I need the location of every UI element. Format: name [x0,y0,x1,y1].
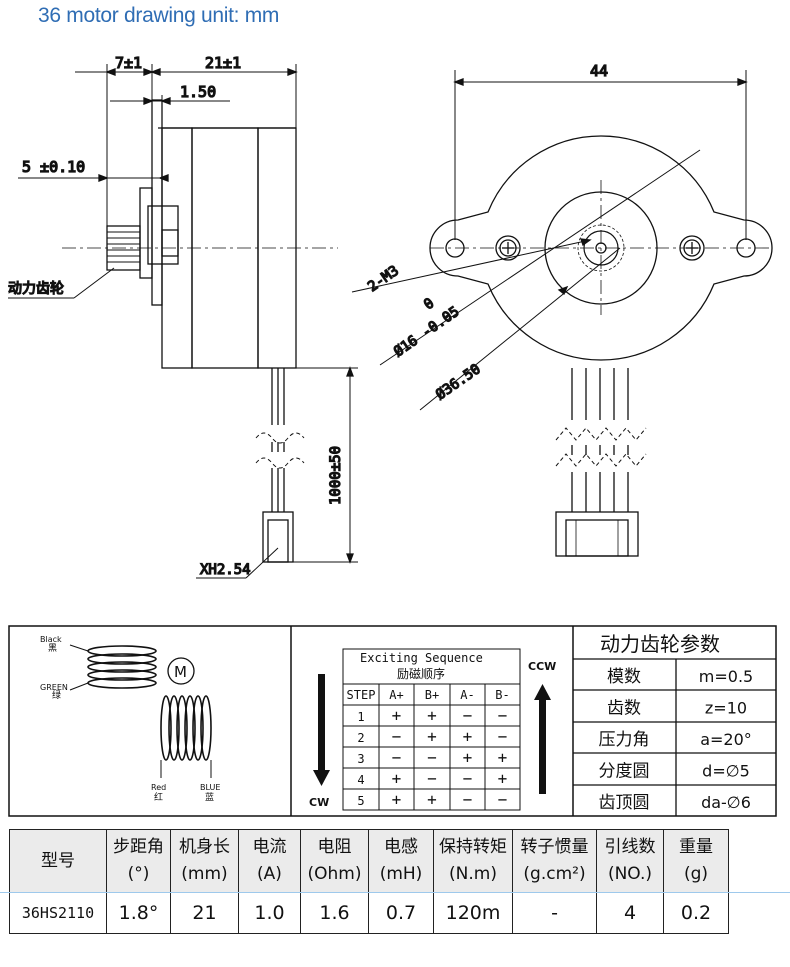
sequence-cell: 2 [357,731,364,745]
sequence-cell: − [498,727,508,746]
table-cell: - [512,892,597,934]
table-cell: 36HS2110 [9,892,107,934]
cw-label: CW [309,796,329,809]
sequence-title-cn: 励磁顺序 [397,666,445,681]
sequence-title-en: Exciting Sequence [360,651,483,665]
sequence-cell: + [463,748,473,767]
table-cell: 4 [596,892,664,934]
sequence-cell: + [392,706,402,725]
sequence-cell: − [463,769,473,788]
sequence-cell: + [392,769,402,788]
col-holding-torque: 保持转矩(N.m) [433,829,513,893]
sequence-header: A+ [389,688,403,702]
table-cell: 1.0 [238,892,301,934]
dim-7: 7±1 [115,54,142,72]
motor-drawing: 7±1 21±1 1.50 5 ±0.10 44 动力齿轮 1000±50 XH… [7,53,773,579]
sequence-cell: − [463,790,473,809]
gear-param-table [573,658,776,816]
sequence-cell: + [427,706,437,725]
ccw-label: CCW [528,660,556,673]
ccw-arrow [534,684,551,794]
gear-param-value: z=10 [705,699,747,718]
wiring-diagram [69,644,212,778]
col-weight: 重量(g) [663,829,729,893]
gear-param-value: a=20° [700,730,752,749]
dim-lead: 1000±50 [328,446,344,505]
table-cell: 1.6 [300,892,369,934]
green-cn: 绿 [52,689,61,701]
table-cell: 1.8° [106,892,171,934]
sequence-cell: + [427,790,437,809]
sequence-cell: − [498,706,508,725]
sequence-table [342,648,521,811]
front-view [351,70,773,557]
table-cell: 0.2 [663,892,729,934]
sequence-cell: − [498,790,508,809]
gear-param-name: 分度圆 [599,762,650,782]
table-cell: 0.7 [368,892,434,934]
col-current: 电流(A) [238,829,301,893]
dim-21: 21±1 [205,54,241,72]
spec-table: 型号 步距角(°) 机身长(mm) 电流(A) 电阻(Ohm) 电感(mH) 保… [9,829,729,934]
label-d36: Ø36.50 [433,361,484,403]
sequence-cell: − [427,769,437,788]
sequence-cell: − [392,748,402,767]
green-label: GREEN [40,683,68,692]
blue-label: BLUE [200,783,220,792]
black-label: Black [40,635,62,644]
red-label: Red [151,783,166,792]
sequence-cell: + [498,748,508,767]
divider-line [0,892,790,893]
sequence-header: B+ [425,688,439,702]
label-xh: XH2.54 [200,562,251,578]
col-step-angle: 步距角(°) [106,829,171,893]
side-view [8,64,358,579]
gear-param-value: da-∅6 [701,793,751,812]
motor-symbol: M [174,663,187,681]
black-cn: 黑 [48,643,57,654]
dim-44: 44 [590,62,608,80]
table-row: 36HS2110 1.8° 21 1.0 1.6 0.7 120m - 4 0.… [9,892,729,934]
blue-cn: 蓝 [205,791,214,803]
sequence-cell: 4 [357,773,364,787]
dim-5: 5 ±0.10 [22,158,85,176]
dim-150: 1.50 [180,83,216,101]
sequence-cell: − [427,748,437,767]
sequence-cell: 3 [357,752,364,766]
gear-param-name: 齿数 [607,699,641,719]
sequence-cell: 5 [357,794,364,808]
gear-param-name: 模数 [607,667,641,687]
cw-arrow [313,674,330,786]
red-cn: 红 [154,791,163,803]
gear-param-name: 齿顶圆 [599,793,650,813]
sequence-header: STEP [347,688,376,702]
sequence-cell: + [463,727,473,746]
label-d16: Ø16 -0.05 [391,304,462,361]
sequence-cell: + [427,727,437,746]
label-gear: 动力齿轮 [8,281,64,297]
page-title: 36 motor drawing unit: mm [38,4,280,27]
table-cell: 21 [170,892,239,934]
sequence-cell: 1 [357,710,364,724]
col-leads: 引线数(NO.) [596,829,664,893]
label-d16-upper: 0 [421,295,437,313]
sequence-cell: + [498,769,508,788]
sequence-cell: − [463,706,473,725]
table-cell: 120m [433,892,513,934]
col-model: 型号 [9,829,107,893]
label-m3: 2-M3 [365,263,402,295]
gear-param-value: m=0.5 [699,667,753,686]
col-length: 机身长(mm) [170,829,239,893]
sequence-header: A- [460,688,474,702]
col-rotor-inertia: 转子惯量(g.cm²) [512,829,597,893]
col-inductance: 电感(mH) [368,829,434,893]
gear-param-value: d=∅5 [702,762,750,781]
sequence-header: B- [495,688,509,702]
sequence-cell: + [392,790,402,809]
gear-param-title: 动力齿轮参数 [600,632,720,656]
sequence-cell: − [392,727,402,746]
wiring-panel: M Black 黑 GREEN 绿 Red 红 BLUE 蓝 CW CCW Ex… [8,625,777,817]
gear-param-name: 压力角 [599,730,650,750]
col-resistance: 电阻(Ohm) [300,829,369,893]
